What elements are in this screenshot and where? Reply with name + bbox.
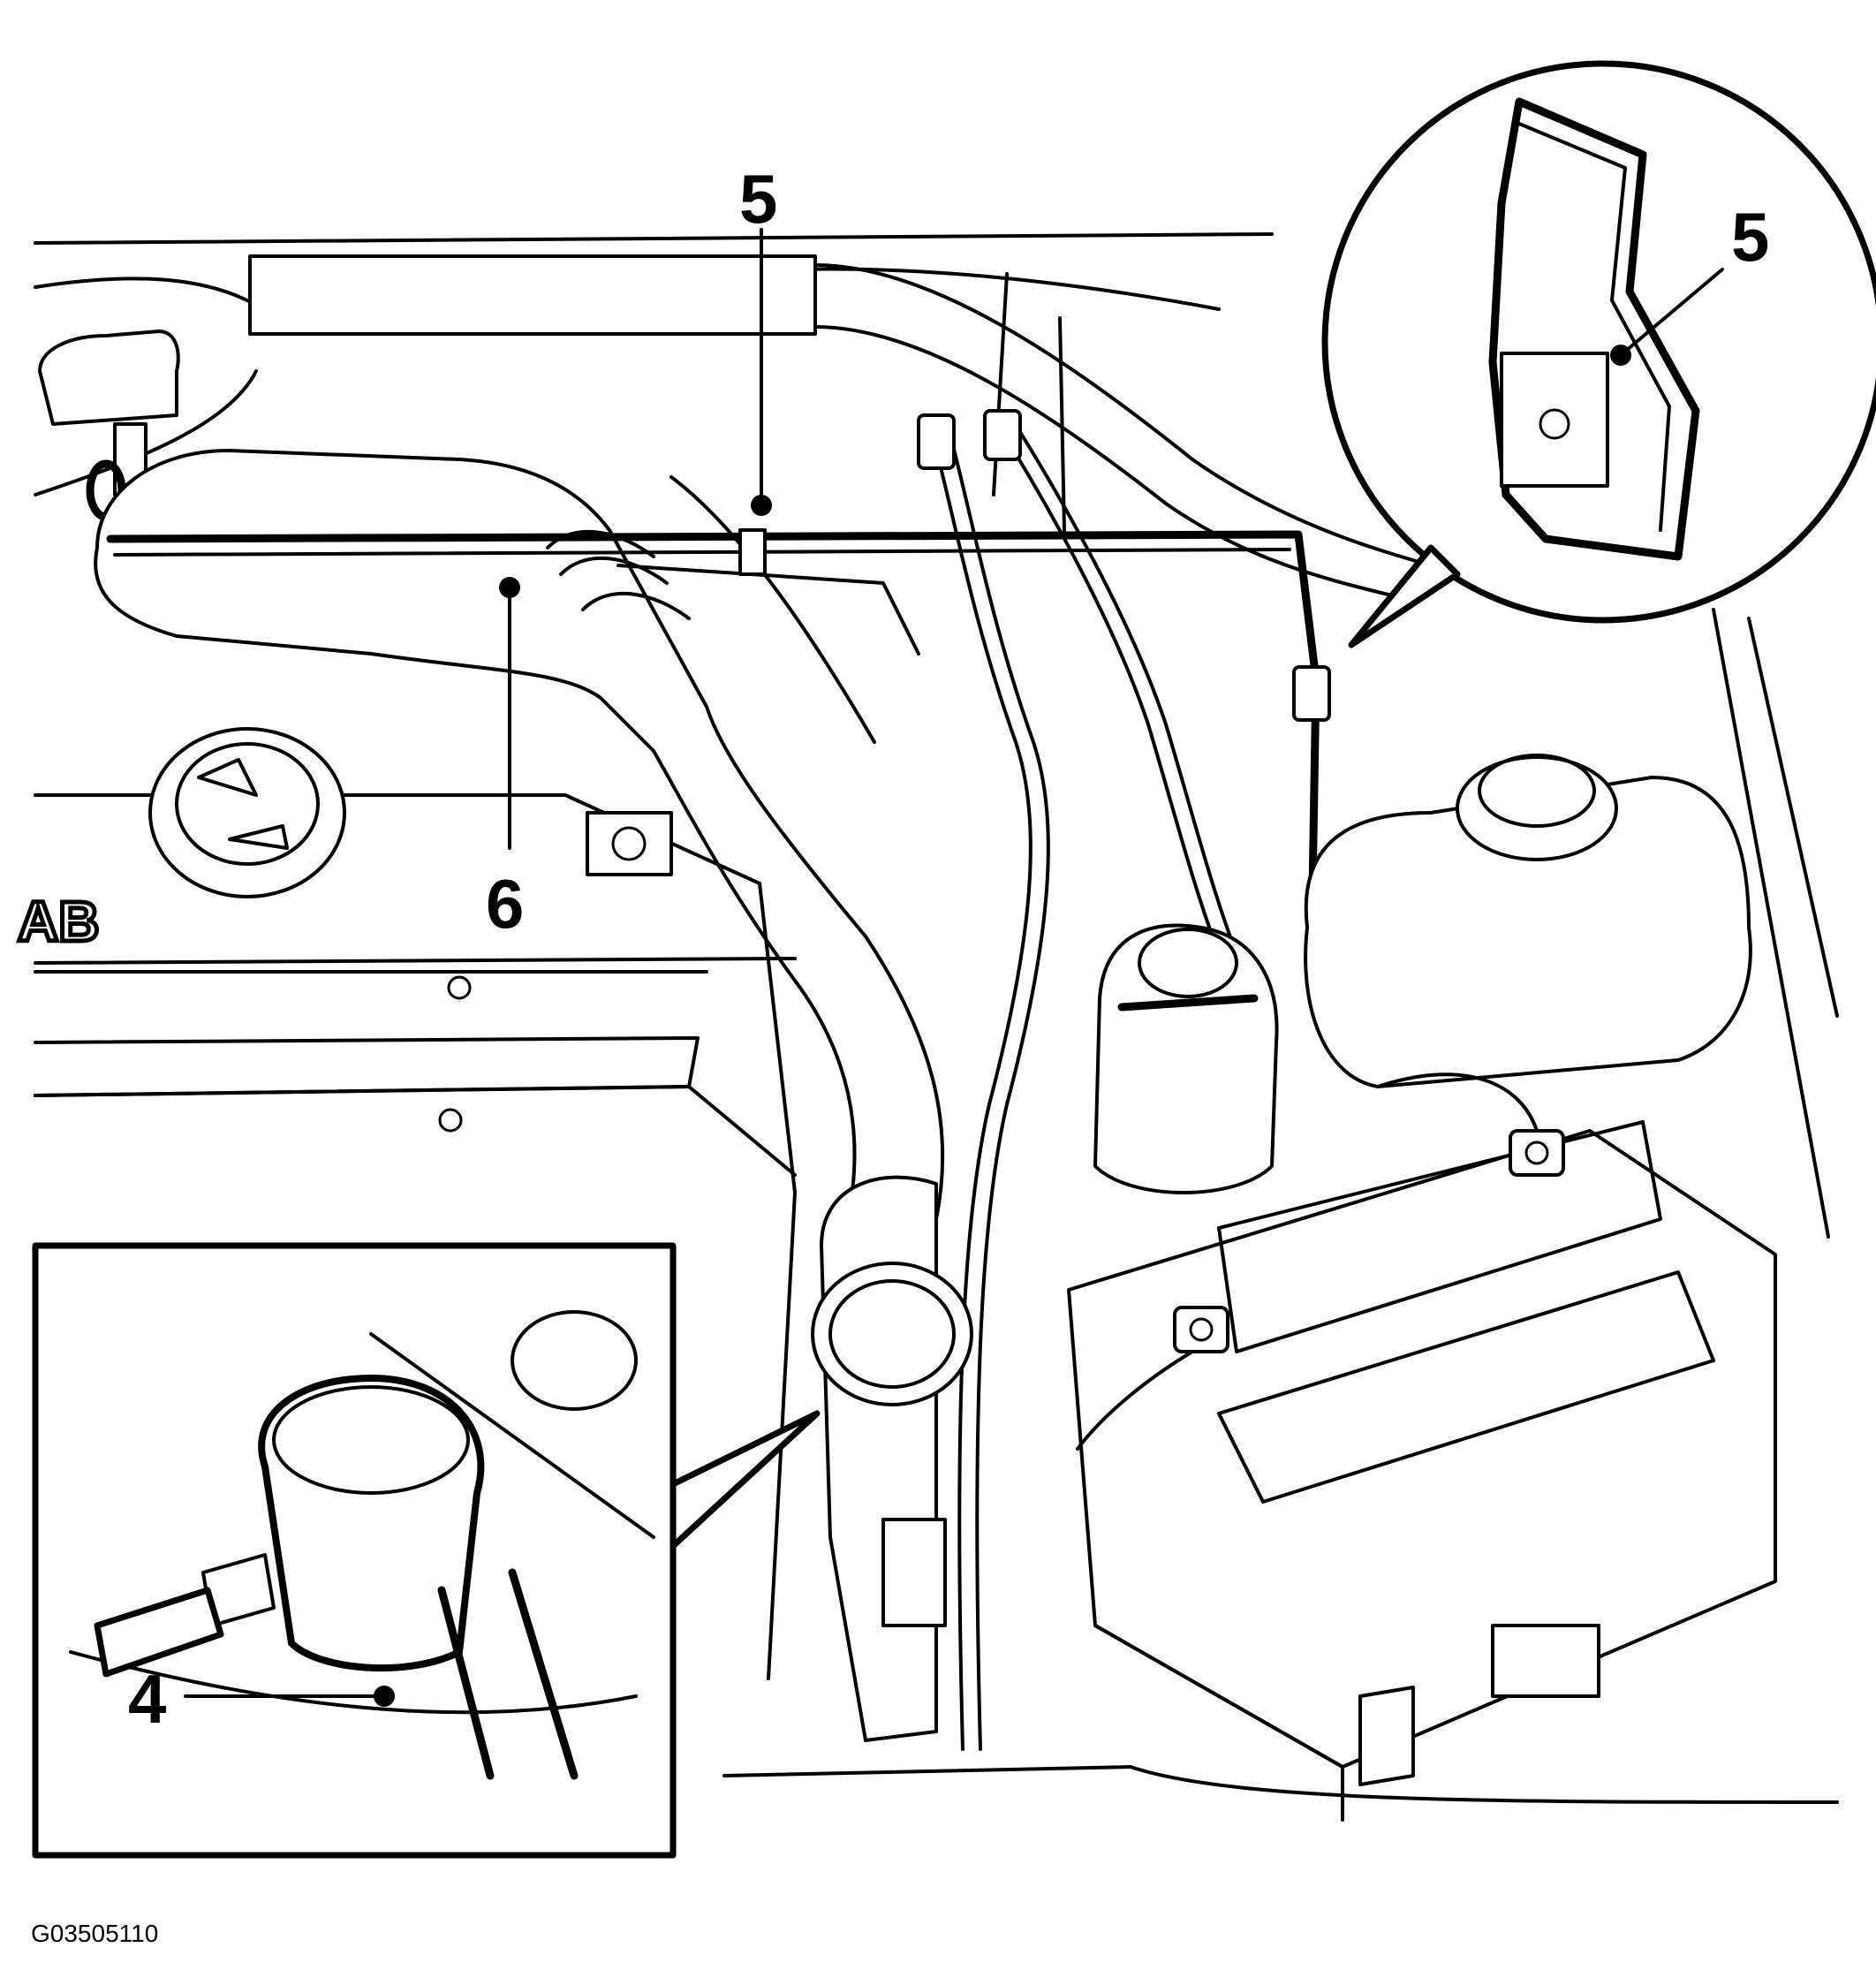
pump-unit [811,1175,973,1742]
callout-hose: 6 [486,865,524,943]
brake-fluid-reservoir [1093,923,1279,1194]
callout-pointers [499,228,772,850]
detail-circle-clip [1321,60,1876,648]
rocker-cover: AB [16,793,797,1680]
emblem-text: AB [18,890,99,953]
body-outlines [34,232,1839,1804]
union-detail-pointer [374,1686,395,1707]
pipes [617,409,1238,1751]
callout-clip-detail: 5 [1731,198,1769,276]
figure-id-code: G03505110 [31,1920,158,1947]
oil-filler-cap [148,727,346,898]
callout-clip-main: 5 [739,160,777,238]
callout-union-detail: 4 [128,1660,166,1738]
detail-box-union [32,1242,821,1859]
coolant-reservoir [1304,754,1752,1088]
upper-tube [248,254,1433,602]
battery [1067,1072,1777,1822]
routing-cable [106,528,1331,950]
